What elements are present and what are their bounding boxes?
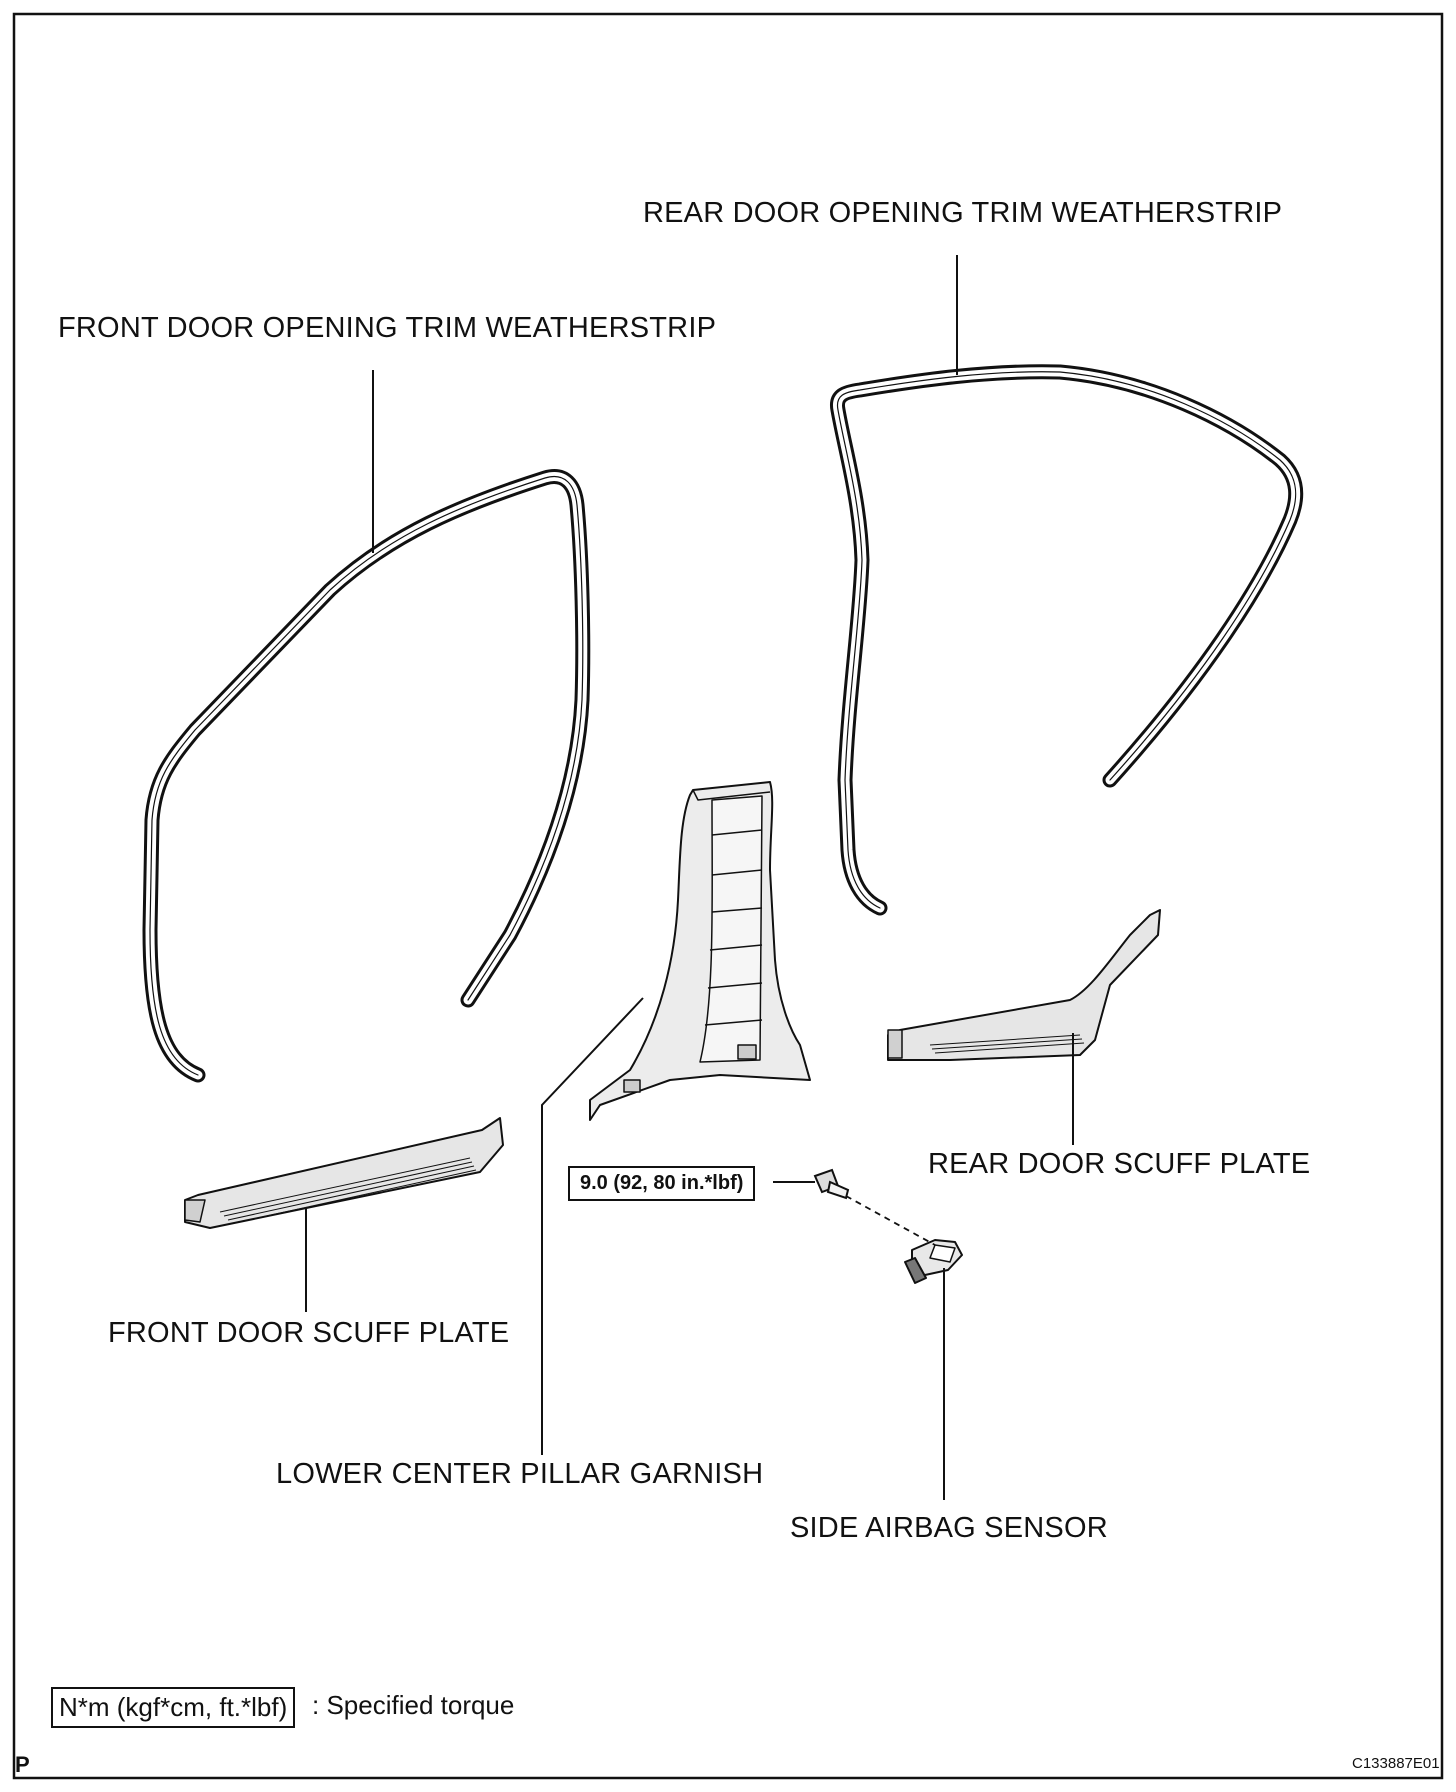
diagram-frame [12,12,1444,1780]
installation-dashed-line [845,1195,936,1246]
rear-door-weatherstrip-part [830,364,1304,916]
lower-center-pillar-garnish-part [589,781,811,1121]
torque-spec-box: 9.0 (92, 80 in.*lbf) [568,1166,756,1201]
leader-lines [305,255,1074,1500]
label-front-door-scuff-plate: FRONT DOOR SCUFF PLATE [108,1317,510,1349]
legend-torque-unit-box: N*m (kgf*cm, ft.*lbf) [51,1687,296,1728]
label-lower-center-pillar-garnish: LOWER CENTER PILLAR GARNISH [276,1458,764,1490]
bolt-part [813,1168,850,1200]
side-airbag-sensor-part [904,1239,963,1284]
label-rear-door-scuff-plate: REAR DOOR SCUFF PLATE [928,1148,1311,1180]
figure-id: C133887E01 [1352,1755,1440,1772]
rear-door-scuff-plate-part [887,909,1161,1061]
corner-mark: P [15,1752,30,1777]
label-side-airbag-sensor: SIDE AIRBAG SENSOR [790,1512,1108,1544]
front-door-weatherstrip-part [142,469,591,1083]
front-door-scuff-plate-part [184,1117,504,1229]
label-rear-door-opening-trim-weatherstrip: REAR DOOR OPENING TRIM WEATHERSTRIP [643,197,1283,229]
leader-pillar-garnish [541,997,644,1455]
legend-description: : Specified torque [312,1690,515,1720]
label-front-door-opening-trim-weatherstrip: FRONT DOOR OPENING TRIM WEATHERSTRIP [58,312,717,344]
